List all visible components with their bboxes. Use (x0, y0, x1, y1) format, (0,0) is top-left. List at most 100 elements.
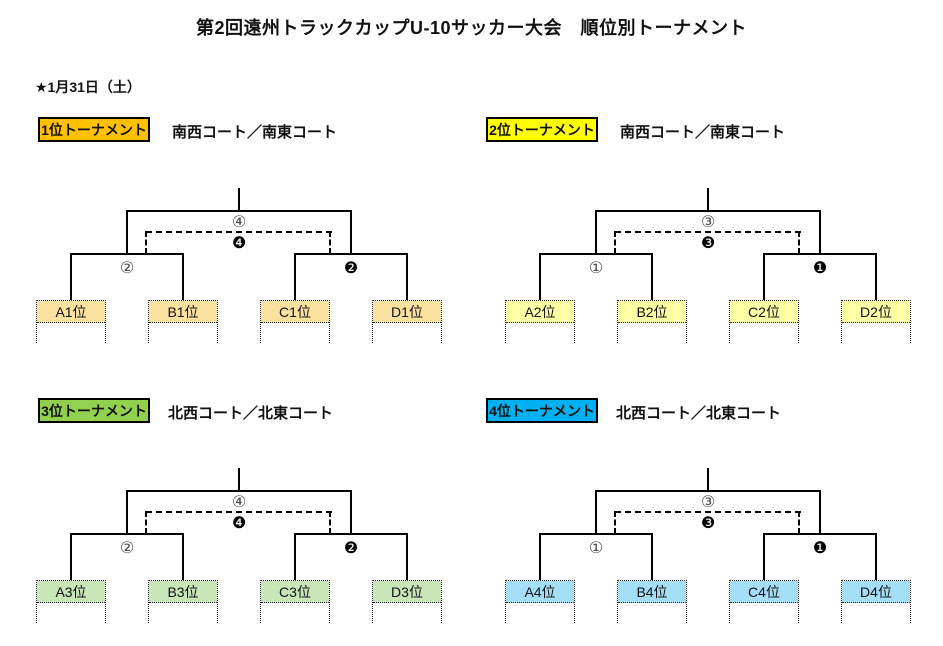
team-line (539, 533, 541, 580)
courts-label-2nd: 南西コート／南東コート (620, 124, 786, 141)
semifinal-drop-left (595, 490, 597, 535)
team-box: D3位 (372, 580, 442, 623)
match-number-semi-right: ❷ (343, 538, 359, 557)
match-number-final: ④ (231, 212, 247, 231)
team-name-cell: D4位 (842, 581, 910, 603)
team-blank-cell (37, 323, 105, 343)
team-line (875, 253, 877, 300)
match-number-semi-right: ❶ (812, 538, 828, 557)
team-name-cell: B3位 (149, 581, 217, 603)
match-number-semi-left: ② (119, 538, 135, 557)
match-number-semi-left: ① (588, 538, 604, 557)
courts-label-3rd: 北西コート／北東コート (168, 405, 334, 422)
team-line (539, 253, 541, 300)
team-blank-cell (730, 603, 798, 623)
team-name-cell: C4位 (730, 581, 798, 603)
courts-label-1st: 南西コート／南東コート (172, 124, 338, 141)
team-box: D4位 (841, 580, 911, 623)
third-place-line (146, 511, 332, 513)
team-blank-cell (506, 603, 574, 623)
match-number-final: ③ (700, 212, 716, 231)
bracket-3rd-place: ④ ❹ ② ❷ A3位 B3位 C3位 D3位 (36, 450, 442, 624)
team-box: D1位 (372, 300, 442, 343)
match-number-semi-right: ❶ (812, 258, 828, 277)
bracket-1st-place: ④ ❹ ② ❷ A1位 B1位 C1位 D1位 (36, 170, 442, 344)
tournament-tag-4th: 4位トーナメント (486, 398, 598, 423)
semifinal-drop-left (595, 210, 597, 255)
match-number-third-place: ❹ (231, 233, 247, 252)
third-place-drop-left (614, 511, 616, 534)
team-line (182, 253, 184, 300)
semifinal-drop-left (126, 490, 128, 535)
team-name-cell: A2位 (506, 301, 574, 323)
team-name-cell: D1位 (373, 301, 441, 323)
team-line (406, 533, 408, 580)
third-place-drop-right (329, 511, 331, 534)
team-box: D2位 (841, 300, 911, 343)
date-note: ★1月31日（土） (35, 79, 141, 95)
tournament-tag-3rd: 3位トーナメント (38, 398, 150, 423)
winner-line (238, 468, 240, 491)
team-blank-cell (842, 603, 910, 623)
team-line (651, 253, 653, 300)
semifinal-line-right (763, 533, 877, 535)
page-title: 第2回遠州トラックカップU-10サッカー大会 順位別トーナメント (195, 18, 748, 38)
match-number-semi-left: ② (119, 258, 135, 277)
team-line (70, 533, 72, 580)
third-place-line (146, 231, 332, 233)
team-line (294, 533, 296, 580)
team-blank-cell (149, 323, 217, 343)
semifinal-drop-left (126, 210, 128, 255)
match-number-third-place: ❸ (700, 233, 716, 252)
team-box: C2位 (729, 300, 799, 343)
team-line (763, 253, 765, 300)
team-blank-cell (506, 323, 574, 343)
third-place-line (615, 231, 801, 233)
winner-line (238, 188, 240, 211)
match-number-final: ③ (700, 492, 716, 511)
semifinal-line-right (294, 533, 408, 535)
winner-line (707, 468, 709, 491)
team-line (70, 253, 72, 300)
match-number-semi-left: ① (588, 258, 604, 277)
semifinal-line-right (763, 253, 877, 255)
team-line (294, 253, 296, 300)
team-line (875, 533, 877, 580)
team-box: B3位 (148, 580, 218, 623)
tournament-tag-2nd: 2位トーナメント (486, 117, 598, 142)
match-number-third-place: ❹ (231, 513, 247, 532)
bracket-4th-place: ③ ❸ ① ❶ A4位 B4位 C4位 D4位 (505, 450, 911, 624)
team-blank-cell (373, 603, 441, 623)
team-box: C3位 (260, 580, 330, 623)
team-line (182, 533, 184, 580)
team-box: B4位 (617, 580, 687, 623)
team-name-cell: D2位 (842, 301, 910, 323)
team-blank-cell (618, 323, 686, 343)
semifinal-drop-right (350, 490, 352, 535)
third-place-drop-left (614, 231, 616, 254)
semifinal-line-right (294, 253, 408, 255)
semifinal-drop-right (350, 210, 352, 255)
team-name-cell: A4位 (506, 581, 574, 603)
team-box: A1位 (36, 300, 106, 343)
team-box: C1位 (260, 300, 330, 343)
team-blank-cell (618, 603, 686, 623)
team-name-cell: A1位 (37, 301, 105, 323)
winner-line (707, 188, 709, 211)
final-line (126, 490, 352, 492)
team-line (651, 533, 653, 580)
team-blank-cell (842, 323, 910, 343)
semifinal-line-left (70, 253, 184, 255)
team-name-cell: B2位 (618, 301, 686, 323)
team-blank-cell (149, 603, 217, 623)
team-name-cell: C1位 (261, 301, 329, 323)
team-name-cell: A3位 (37, 581, 105, 603)
team-name-cell: B4位 (618, 581, 686, 603)
team-name-cell: C3位 (261, 581, 329, 603)
team-box: A4位 (505, 580, 575, 623)
third-place-drop-left (145, 511, 147, 534)
team-blank-cell (261, 603, 329, 623)
semifinal-line-left (70, 533, 184, 535)
team-box: A2位 (505, 300, 575, 343)
